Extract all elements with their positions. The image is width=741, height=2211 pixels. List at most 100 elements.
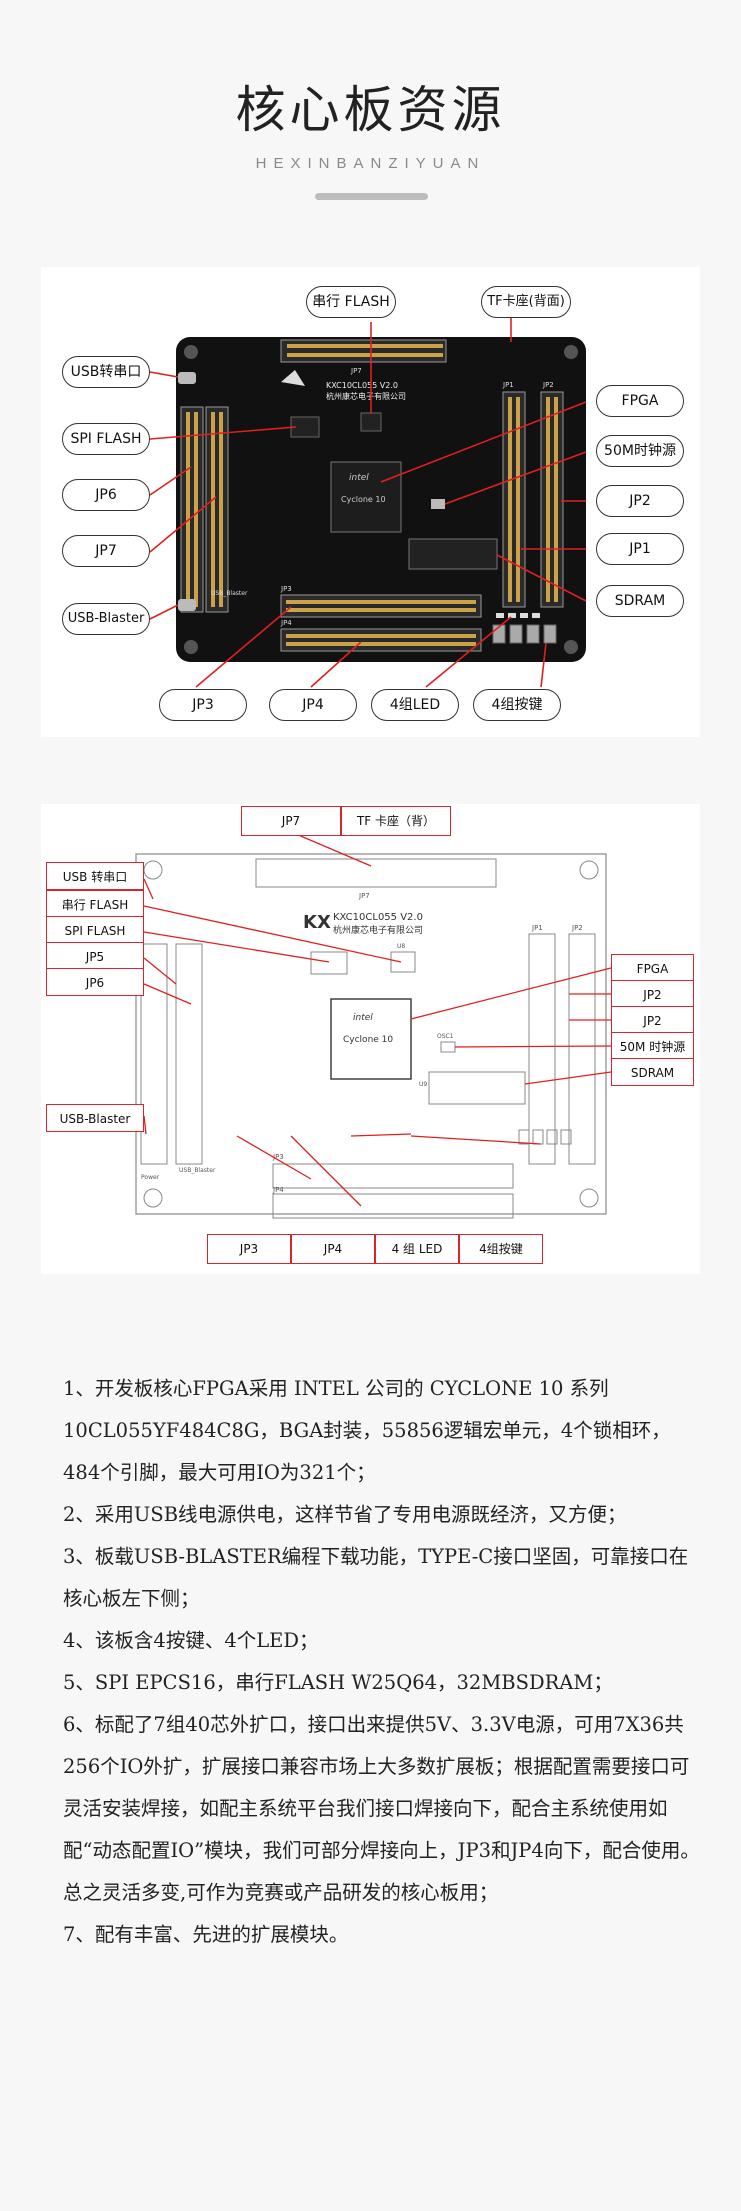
callout-spi-flash: SPI FLASH (46, 916, 144, 944)
feature-item-5: 5、SPI EPCS16，串行FLASH W25Q64，32MBSDRAM； (63, 1671, 613, 1694)
callout-usb-serial: USB转串口 (62, 356, 150, 388)
board-logo: KX (303, 912, 331, 933)
fpga-brand: intel (353, 1013, 373, 1023)
callout-jp7: JP7 (62, 535, 150, 567)
header-pins (286, 608, 476, 612)
outline-button (518, 1129, 530, 1145)
silk-jp4: JP4 (280, 619, 292, 627)
silk-jp1: JP1 (531, 924, 543, 932)
silk-jp1: JP1 (502, 381, 514, 389)
callout-jp2-a: JP2 (611, 980, 694, 1008)
mount-hole (184, 345, 198, 359)
board-model: KXC10CL055 V2.0 (333, 912, 423, 923)
header-jp1 (502, 391, 526, 608)
page-subtitle: HEXINBANZIYUAN (255, 155, 486, 172)
outline-jp4 (272, 1193, 514, 1219)
callout-fpga: FPGA (596, 385, 684, 417)
silk-jp4: JP4 (272, 1186, 284, 1194)
callout-jp3: JP3 (159, 689, 247, 721)
page-title: 核心板资源 (235, 81, 506, 139)
silk-jp7: JP7 (358, 892, 370, 900)
outline-left-header (175, 943, 203, 1165)
callout-jp4: JP4 (291, 1234, 375, 1264)
header-pins (546, 397, 550, 602)
header: 核心板资源 HEXINBANZIYUAN (0, 0, 741, 250)
outline-left-header (140, 943, 168, 1165)
callout-fpga: FPGA (611, 954, 694, 982)
silk-jp2: JP2 (571, 924, 583, 932)
board-logo (281, 370, 305, 386)
callout-spi-flash: SPI FLASH (62, 423, 150, 455)
fpga-brand: intel (349, 473, 369, 483)
callout-tf-card: TF卡座(背面) (481, 286, 571, 318)
push-button (543, 624, 557, 644)
outline-hole (579, 860, 599, 880)
outline-spi-flash (310, 951, 348, 975)
feature-list: 1、开发板核心FPGA采用 INTEL 公司的 CYCLONE 10 系列10C… (63, 1368, 703, 1956)
header-pins (287, 344, 443, 348)
header-pins (554, 397, 558, 602)
outline-button (532, 1129, 544, 1145)
leader-lines (143, 833, 612, 1207)
callout-jp2-b: JP2 (611, 1006, 694, 1034)
silk-jp3: JP3 (272, 1153, 284, 1161)
header-jp7 (280, 339, 447, 363)
header-jp3 (280, 594, 482, 618)
header-jp2 (540, 391, 564, 608)
feature-item-2: 2、采用USB线电源供电，这样节省了专用电源既经济，又方便； (63, 1503, 627, 1526)
callout-4-buttons: 4组按键 (473, 689, 561, 721)
outline-jp3 (272, 1163, 514, 1189)
outline-hole (579, 1188, 599, 1208)
header-pins (286, 642, 476, 646)
mount-hole (564, 640, 578, 654)
outline-board (135, 853, 607, 1215)
callout-jp5: JP5 (46, 942, 144, 970)
leader-lines (149, 307, 587, 688)
outline-oscillator (440, 1041, 456, 1053)
callout-50m-clock: 50M 时钟源 (611, 1032, 694, 1060)
board-company: 杭州康芯电子有限公司 (333, 924, 423, 936)
callout-4-buttons: 4组按键 (459, 1234, 543, 1264)
silk-usb-blaster: USB_Blaster (179, 1167, 216, 1174)
header-pins (219, 412, 223, 607)
silk-u9: U9 (419, 1081, 427, 1088)
feature-item-7: 7、配有丰富、先进的扩展模块。 (63, 1923, 349, 1946)
led (496, 613, 504, 618)
callout-jp4: JP4 (269, 689, 357, 721)
outline-fpga (330, 998, 412, 1080)
callout-usb-blaster: USB-Blaster (46, 1104, 144, 1132)
silk-u8: U8 (397, 943, 405, 950)
board-photo-panel: JP7 JP1 JP2 JP3 JP4 KXC10CL055 V2.0 杭州康芯… (41, 267, 700, 737)
header-pins (194, 412, 198, 607)
board-outline-panel: JP7 JP1 JP2 JP3 JP4 KX KXC10CL055 V2.0 杭… (41, 804, 700, 1274)
header-pins (287, 353, 443, 357)
board-company: 杭州康芯电子有限公司 (326, 391, 406, 401)
mount-hole (184, 640, 198, 654)
push-button (509, 624, 523, 644)
callout-50m-clock: 50M时钟源 (596, 435, 684, 467)
callout-jp3: JP3 (207, 1234, 291, 1264)
board-model: KXC10CL055 V2.0 (326, 381, 398, 390)
led (532, 613, 540, 618)
fpga-name: Cyclone 10 (341, 495, 386, 504)
usb-serial-port (178, 372, 196, 384)
header-left-inner (205, 406, 229, 613)
silk-jp3: JP3 (280, 585, 292, 593)
callout-tf-card: TF 卡座（背） (341, 806, 451, 836)
outline-button (546, 1129, 558, 1145)
header-pins (286, 634, 476, 638)
silk-power: Power (141, 1174, 160, 1181)
outline-button (560, 1129, 572, 1145)
outline-jp7 (255, 858, 497, 888)
board-photo: JP7 JP1 JP2 JP3 JP4 KXC10CL055 V2.0 杭州康芯… (149, 307, 587, 688)
silk-jp7: JP7 (350, 367, 362, 375)
callout-4-led: 4 组 LED (375, 1234, 459, 1264)
silk-usb-blaster: USB_Blaster (211, 590, 248, 597)
header-pins (186, 412, 190, 607)
feature-item-3: 3、板载USB-BLASTER编程下载功能，TYPE-C接口坚固，可靠接口在核心… (63, 1545, 689, 1610)
callout-sdram: SDRAM (611, 1058, 694, 1086)
callout-jp6: JP6 (46, 968, 144, 996)
header-pins (516, 397, 520, 602)
feature-item-1: 1、开发板核心FPGA采用 INTEL 公司的 CYCLONE 10 系列10C… (63, 1377, 671, 1484)
header-jp4 (280, 628, 482, 652)
